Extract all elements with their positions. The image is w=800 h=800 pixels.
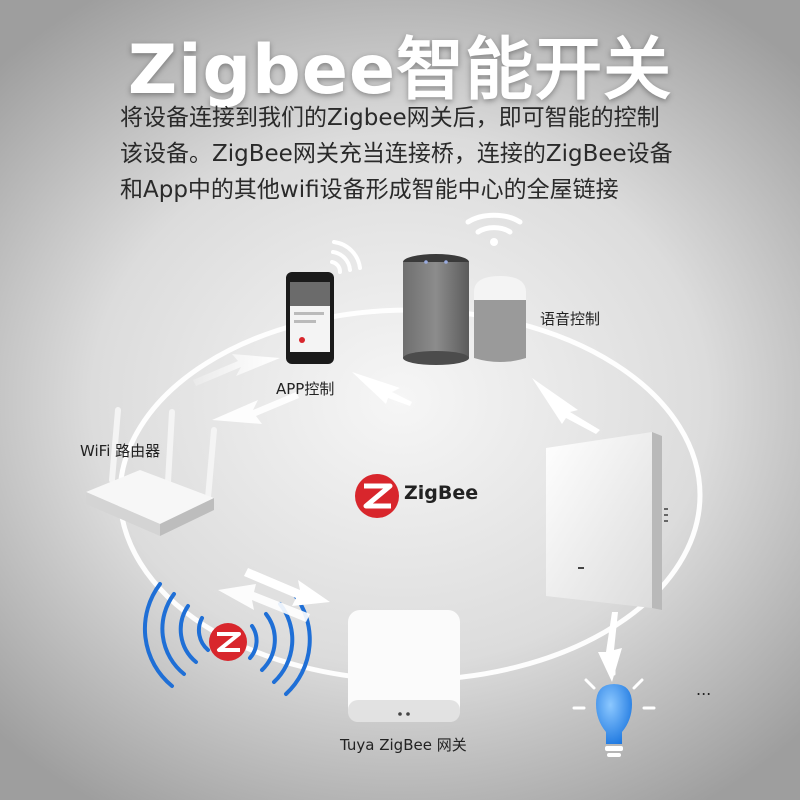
zigbee-signal-icon xyxy=(142,582,312,696)
arrow xyxy=(532,378,600,434)
zigbee-logo-text: ZigBee xyxy=(404,482,479,504)
wifi-signal-icon xyxy=(330,240,362,274)
arrow xyxy=(218,584,310,622)
light-bulb-icon xyxy=(572,662,656,757)
arrow xyxy=(352,372,412,406)
router-icon xyxy=(86,407,217,536)
page-title: Zigbee智能开关 xyxy=(127,31,673,110)
more-devices: ... xyxy=(696,680,712,699)
description-line: 将设备连接到我们的Zigbee网关后，即可智能的控制 xyxy=(120,105,660,131)
description: 将设备连接到我们的Zigbee网关后，即可智能的控制 该设备。ZigBee网关充… xyxy=(120,100,740,208)
phone-icon xyxy=(286,272,334,364)
wall-switch-icon xyxy=(546,432,668,610)
label-app-control: APP控制 xyxy=(276,380,335,398)
arrow xyxy=(598,612,622,682)
smart-home-speaker-icon xyxy=(474,276,526,362)
label-gateway: Tuya ZigBee 网关 xyxy=(340,736,467,754)
description-line: 该设备。ZigBee网关充当连接桥，连接的ZigBee设备 xyxy=(120,141,673,167)
arrow xyxy=(193,354,280,386)
zigbee-logo-icon xyxy=(209,623,247,661)
flow-arrows xyxy=(193,354,622,682)
gateway-icon xyxy=(348,610,460,722)
arrow xyxy=(212,392,299,424)
description-line: 和App中的其他wifi设备形成智能中心的全屋链接 xyxy=(120,177,619,203)
wifi-signal-icon xyxy=(465,212,523,235)
label-wifi-router: WiFi 路由器 xyxy=(80,442,161,460)
label-voice-control: 语音控制 xyxy=(540,310,601,328)
zigbee-logo-icon xyxy=(355,474,399,518)
arrow xyxy=(244,568,330,606)
smart-speaker-icon xyxy=(403,254,469,365)
